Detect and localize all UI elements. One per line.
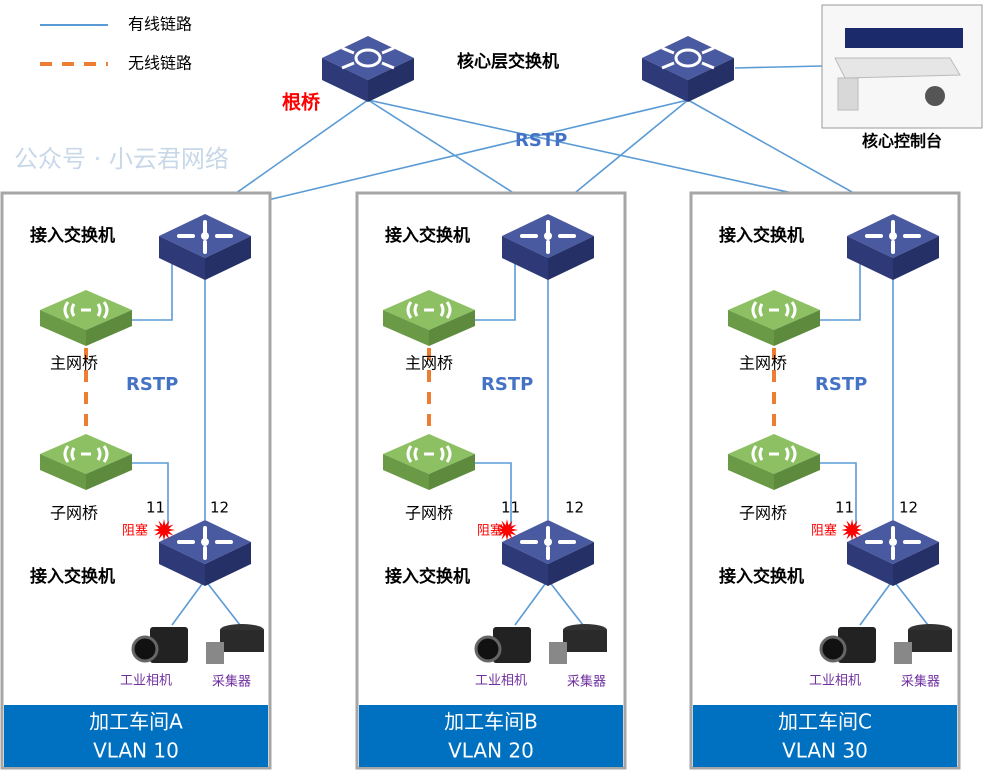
collector-base <box>206 642 224 664</box>
blocked-label: 阻塞 <box>122 523 148 539</box>
port-12-label: 12 <box>210 499 229 517</box>
industrial-camera-icon[interactable] <box>493 627 531 663</box>
bottom-switch-label: 接入交换机 <box>719 566 804 587</box>
collector-body <box>563 630 607 652</box>
main-bridge-label: 主网桥 <box>50 354 98 373</box>
camera-link <box>171 579 206 626</box>
workshop-name: 加工车间B <box>444 710 538 734</box>
workshop-footer <box>4 705 268 767</box>
sub-bridge-link-port-11 <box>130 462 169 528</box>
blocked-port-icon <box>153 519 175 541</box>
rstp-label: RSTP <box>126 374 178 395</box>
industrial-camera-icon[interactable] <box>150 627 188 663</box>
port-11-label: 11 <box>835 499 854 517</box>
collector-link <box>204 579 241 626</box>
workshop-frame <box>355 191 627 770</box>
main-bridge-label: 主网桥 <box>739 354 787 373</box>
sub-bridge-label: 子网桥 <box>50 504 98 523</box>
main-bridge-link <box>473 255 516 321</box>
port-12-label: 12 <box>899 499 918 517</box>
core-console[interactable] <box>821 4 983 129</box>
core-label: 核心层交换机 <box>457 51 559 72</box>
workshop-name: 加工车间A <box>89 710 183 734</box>
console-label: 核心控制台 <box>862 132 942 151</box>
camera-lens <box>131 635 159 663</box>
collector-label: 采集器 <box>567 674 606 690</box>
blocked-label: 阻塞 <box>477 523 503 539</box>
port-11-label: 11 <box>501 499 520 517</box>
camera-lens <box>474 635 502 663</box>
console-screens <box>845 28 963 48</box>
collector-link <box>892 579 929 626</box>
camera-label: 工业相机 <box>475 674 527 689</box>
top-switch-label: 接入交换机 <box>30 225 115 246</box>
camera-link <box>859 579 894 626</box>
blocked-label: 阻塞 <box>811 523 837 539</box>
legend-wireless-label: 无线链路 <box>128 54 192 73</box>
sub-bridge-label: 子网桥 <box>739 504 787 523</box>
main-bridge-link <box>818 255 861 321</box>
workshop-vlan: VLAN 10 <box>93 739 179 763</box>
camera-label: 工业相机 <box>120 674 172 689</box>
collector-label: 采集器 <box>212 674 251 690</box>
core-rstp-label: RSTP <box>515 130 567 151</box>
collector-label: 采集器 <box>901 674 940 690</box>
workshop-footer <box>693 705 957 767</box>
core-switch-root[interactable] <box>320 34 416 104</box>
workshop-frame <box>0 191 272 770</box>
collector-base <box>894 642 912 664</box>
collector-body <box>220 630 264 652</box>
camera-lens <box>819 635 847 663</box>
top-switch-label: 接入交换机 <box>385 225 470 246</box>
bottom-switch-label: 接入交换机 <box>385 566 470 587</box>
core-switch-secondary[interactable] <box>640 34 736 104</box>
camera-link <box>514 579 549 626</box>
industrial-camera-icon[interactable] <box>838 627 876 663</box>
workshop-name: 加工车间C <box>778 710 872 734</box>
rstp-label: RSTP <box>481 374 533 395</box>
main-bridge-label: 主网桥 <box>405 354 453 373</box>
workshop-frame <box>689 191 961 770</box>
blocked-port-icon <box>841 519 863 541</box>
collector-base <box>549 642 567 664</box>
camera-label: 工业相机 <box>809 674 861 689</box>
console-chair-icon <box>925 86 945 106</box>
workshop-vlan: VLAN 20 <box>448 739 534 763</box>
collector-link <box>547 579 584 626</box>
collector-body <box>908 630 952 652</box>
sub-bridge-link-port-11 <box>818 462 857 528</box>
port-11-label: 11 <box>146 499 165 517</box>
watermark: 公众号 · 小云君网络 <box>14 145 229 173</box>
rstp-label: RSTP <box>815 374 867 395</box>
workshop-vlan: VLAN 30 <box>782 739 868 763</box>
main-bridge-link <box>130 255 173 321</box>
blocked-port-icon <box>496 519 518 541</box>
sub-bridge-link-port-11 <box>473 462 512 528</box>
port-12-label: 12 <box>565 499 584 517</box>
sub-bridge-label: 子网桥 <box>405 504 453 523</box>
bottom-switch-label: 接入交换机 <box>30 566 115 587</box>
top-switch-label: 接入交换机 <box>719 225 804 246</box>
workshop-footer <box>359 705 623 767</box>
legend-wired-label: 有线链路 <box>128 15 192 34</box>
root-bridge-label: 根桥 <box>282 91 321 114</box>
